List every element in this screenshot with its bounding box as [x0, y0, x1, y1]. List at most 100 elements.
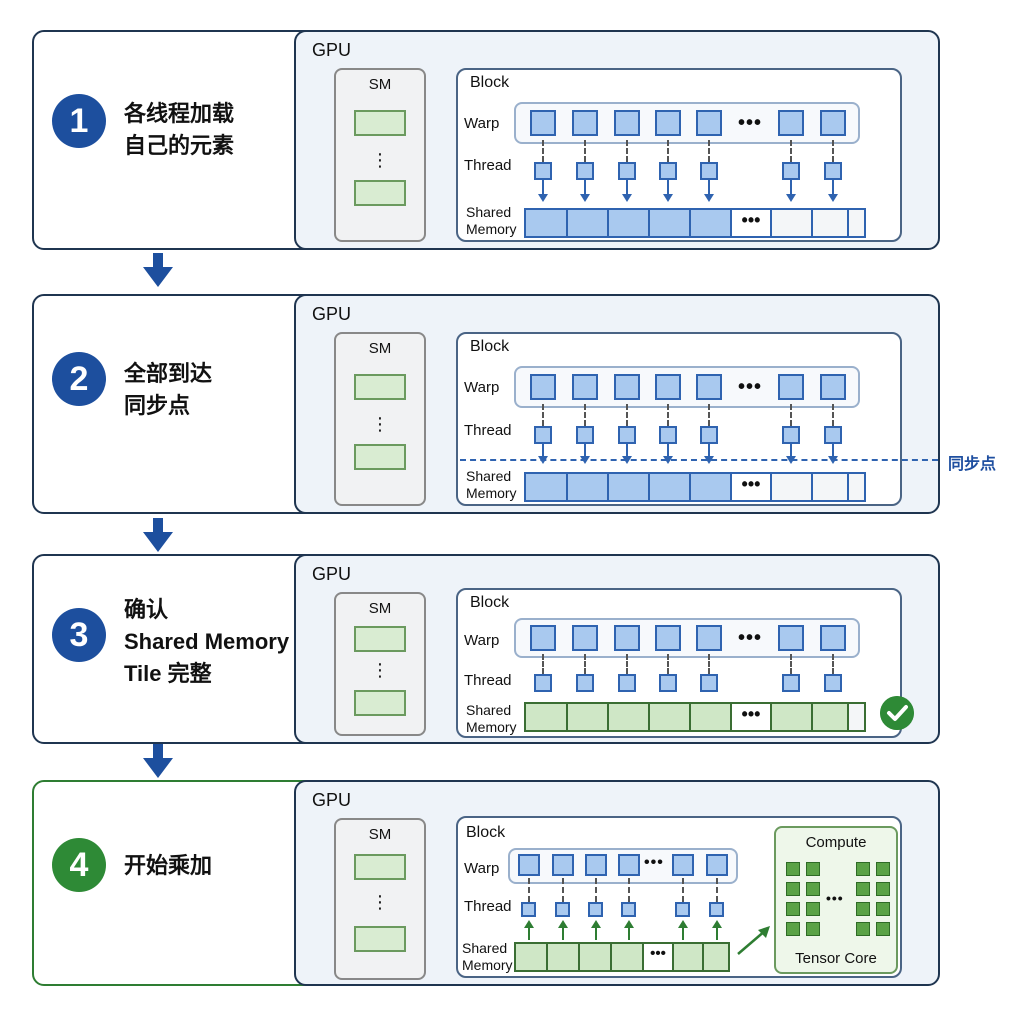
- thread-box: [534, 162, 552, 180]
- dashed-link: [595, 878, 597, 902]
- read-arrow: [624, 920, 634, 940]
- sm-vdots: ⋮: [371, 660, 389, 680]
- warp-thread: [820, 625, 846, 651]
- thread-box: [618, 162, 636, 180]
- block-box: Block Warp Thread Shared Memory •••: [456, 588, 902, 738]
- tensor-ellipsis: •••: [826, 890, 844, 906]
- thread-box: [659, 162, 677, 180]
- block-label: Block: [470, 338, 510, 355]
- memory-ellipsis: •••: [732, 474, 772, 500]
- load-arrow: [580, 180, 590, 202]
- dashed-link: [667, 654, 669, 674]
- memory-cell-complete: [650, 704, 691, 730]
- warp-label: Warp: [464, 379, 500, 396]
- step-3-number: 3: [52, 608, 106, 662]
- step-2-number: 2: [52, 352, 106, 406]
- sm-box: SM ⋮: [334, 592, 426, 736]
- dashed-link: [667, 404, 669, 426]
- tensor-cell: [806, 902, 820, 916]
- tensor-cell: [876, 862, 890, 876]
- step-1-title-line-1: 各线程加载: [124, 101, 235, 126]
- memory-cell-filled: [691, 210, 732, 236]
- memory-cell-complete: [772, 704, 813, 730]
- gpu-box: GPU SM ⋮ Block Warp Thread Shared Memory…: [294, 294, 940, 514]
- memory-cell-empty: [849, 704, 864, 730]
- warp-thread: [696, 110, 722, 136]
- dashed-link: [682, 878, 684, 902]
- sm-label: SM: [368, 340, 392, 357]
- warp-ellipsis: •••: [738, 376, 763, 398]
- sm-vdots: ⋮: [371, 150, 389, 170]
- block-label: Block: [466, 824, 506, 841]
- sm-box: SM ⋮: [334, 818, 426, 980]
- tensor-cell: [876, 922, 890, 936]
- step-4-number: 4: [52, 838, 106, 892]
- thread-label: Thread: [464, 422, 512, 439]
- down-arrow-icon: [143, 744, 173, 778]
- thread-box: [621, 902, 636, 917]
- step-2-title-line-1: 全部到达: [124, 361, 213, 386]
- memory-cell-empty: [849, 474, 864, 500]
- memory-cell-filled: [609, 474, 650, 500]
- warp-row: [514, 618, 860, 658]
- memory-cell-complete: [526, 704, 568, 730]
- dashed-link: [832, 140, 834, 162]
- memory-cell-complete: [704, 944, 728, 970]
- down-arrow-icon: [143, 518, 173, 552]
- warp-thread: [820, 110, 846, 136]
- gpu-label: GPU: [312, 304, 352, 324]
- memory-cell-filled: [526, 210, 568, 236]
- block-box: Block Warp Thread Shared Memory •••: [456, 68, 902, 242]
- tensor-cell: [856, 862, 870, 876]
- load-arrow: [622, 180, 632, 202]
- memory-cell-filled: [691, 474, 732, 500]
- warp-thread: [530, 625, 556, 651]
- memory-cell-complete: [612, 944, 644, 970]
- warp-thread: [572, 625, 598, 651]
- step-3-title: 确认 Shared Memory Tile 完整: [124, 594, 289, 690]
- step-1-panel: 1 各线程加载 自己的元素 GPU SM ⋮ Block Warp Thread…: [32, 30, 940, 250]
- tensor-cell: [856, 882, 870, 896]
- step-1-number: 1: [52, 94, 106, 148]
- sm-vdots: ⋮: [371, 892, 389, 912]
- warp-thread: [614, 110, 640, 136]
- thread-box: [782, 674, 800, 692]
- thread-box: [618, 426, 636, 444]
- warp-ellipsis: •••: [738, 627, 763, 649]
- read-arrow: [712, 920, 722, 940]
- step-4-title: 开始乘加: [124, 850, 212, 882]
- gpu-label: GPU: [312, 564, 352, 584]
- warp-thread: [778, 625, 804, 651]
- memory-cell-filled: [526, 474, 568, 500]
- block-box: Block Warp Thread Shared Memory •••: [456, 332, 902, 506]
- memory-cell-filled: [568, 210, 609, 236]
- thread-box: [675, 902, 690, 917]
- dashed-link: [790, 140, 792, 162]
- shared-memory-bar: •••: [524, 472, 866, 502]
- warp-thread: [778, 374, 804, 400]
- warp-thread: [820, 374, 846, 400]
- load-arrow: [704, 180, 714, 202]
- memory-ellipsis: •••: [732, 704, 772, 730]
- memory-cell-complete: [691, 704, 732, 730]
- thread-box: [700, 426, 718, 444]
- step-4-panel: 4 开始乘加 GPU SM ⋮ Block Warp Thread Shared…: [32, 780, 940, 986]
- warp-thread: [530, 374, 556, 400]
- read-arrow: [678, 920, 688, 940]
- thread-box: [576, 426, 594, 444]
- memory-cell-filled: [609, 210, 650, 236]
- dashed-link: [542, 654, 544, 674]
- step-3-title-line-1: 确认: [124, 597, 169, 622]
- step-2-title: 全部到达 同步点: [124, 358, 212, 422]
- memory-ellipsis: •••: [732, 210, 772, 236]
- tensor-cell: [876, 882, 890, 896]
- sm-unit: [354, 690, 406, 716]
- step-3-title-line-3: Tile 完整: [124, 661, 212, 686]
- dashed-link: [716, 878, 718, 902]
- shared-text: Shared: [466, 204, 512, 220]
- down-arrow-icon: [143, 253, 173, 287]
- gpu-box: GPU SM ⋮ Block Warp Thread Shared Memory…: [294, 780, 940, 986]
- memory-text: Memory: [466, 485, 517, 501]
- tensor-cell: [856, 902, 870, 916]
- thread-box: [709, 902, 724, 917]
